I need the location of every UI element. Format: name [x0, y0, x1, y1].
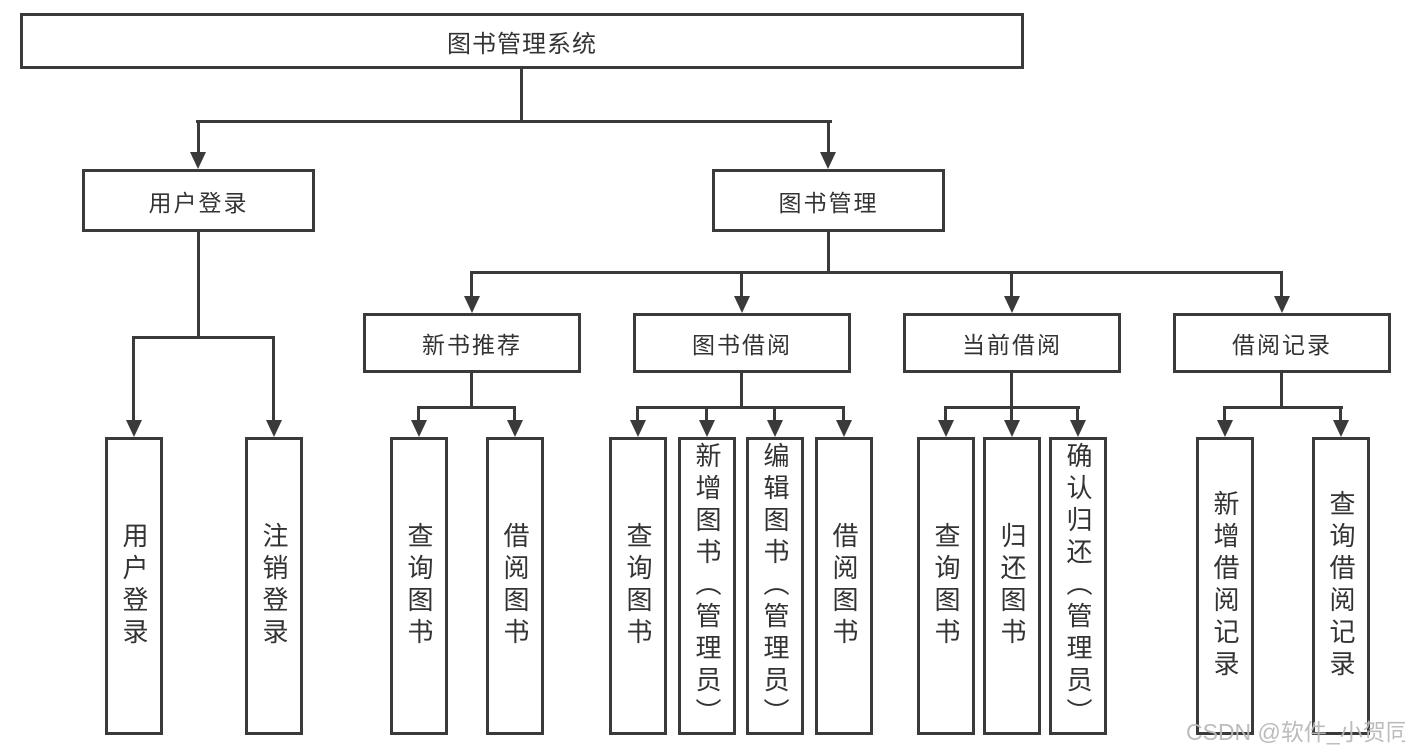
connector-root-right-drop	[827, 120, 830, 154]
leaf-edit-book-admin-label: 编辑图书（管理员）	[760, 442, 790, 730]
leaf-query-borrow-record-label: 查询借阅记录	[1326, 490, 1356, 682]
connector-br-bar	[1223, 406, 1343, 409]
arrow-to-leaf-query-books-2	[630, 420, 646, 437]
arrow-to-leaf-edit-book	[767, 420, 783, 437]
arrow-to-leaf-confirm-return	[1070, 420, 1086, 437]
leaf-confirm-return-admin-label: 确认归还（管理员）	[1063, 442, 1093, 730]
leaf-borrow-books-2-label: 借阅图书	[829, 522, 859, 650]
leaf-query-books-3: 查询图书	[917, 437, 975, 735]
connector-nbr-drop-1	[417, 406, 420, 422]
arrow-to-leaf-return-books	[1004, 420, 1020, 437]
node-book-management-label: 图书管理	[778, 189, 879, 216]
arrow-to-leaf-query-books-3	[938, 420, 954, 437]
connector-br-drop-1	[1223, 406, 1226, 422]
connector-cb-drop-1	[944, 406, 947, 422]
node-current-borrowing: 当前借阅	[903, 313, 1121, 373]
csdn-watermark: CSDN @软件_小贺同学	[1186, 719, 1405, 745]
arrow-to-user-login	[190, 152, 206, 169]
leaf-confirm-return-admin: 确认归还（管理员）	[1049, 437, 1107, 735]
connector-book-mgmt-stem	[827, 232, 830, 271]
leaf-query-books-1-label: 查询图书	[404, 522, 434, 650]
node-book-borrowing: 图书借阅	[633, 313, 851, 373]
connector-root-left-drop	[197, 120, 200, 154]
connector-book-mgmt-drop-4	[1280, 271, 1283, 299]
node-new-book-recommend-label: 新书推荐	[422, 332, 522, 358]
arrow-to-leaf-add-borrow-record	[1217, 420, 1233, 437]
leaf-query-books-1: 查询图书	[390, 437, 448, 735]
arrow-to-leaf-query-books-1	[411, 420, 427, 437]
node-book-management: 图书管理	[712, 169, 945, 232]
leaf-add-book-admin: 新增图书（管理员）	[678, 437, 736, 735]
connector-user-login-drop-2	[272, 336, 275, 422]
arrow-to-new-book-recommend	[464, 296, 480, 313]
node-current-borrowing-label: 当前借阅	[962, 332, 1062, 358]
node-borrowing-records-label: 借阅记录	[1232, 332, 1332, 358]
leaf-borrow-books-1-label: 借阅图书	[500, 522, 530, 650]
connector-bb-drop-3	[773, 406, 776, 422]
node-new-book-recommend: 新书推荐	[363, 313, 581, 373]
connector-bb-drop-4	[842, 406, 845, 422]
connector-br-drop-2	[1339, 406, 1342, 422]
connector-nbr-stem	[470, 373, 473, 406]
arrow-to-leaf-query-borrow-record	[1333, 420, 1349, 437]
leaf-user-login: 用户登录	[105, 437, 163, 735]
connector-root-bar	[196, 120, 832, 123]
arrow-to-leaf-borrow-books-1	[507, 420, 523, 437]
node-book-borrowing-label: 图书借阅	[692, 332, 792, 358]
connector-bb-drop-2	[705, 406, 708, 422]
connector-nbr-bar	[417, 406, 516, 409]
connector-cb-drop-2	[1010, 406, 1013, 422]
connector-user-login-stem	[197, 232, 200, 336]
leaf-query-books-2: 查询图书	[609, 437, 667, 735]
connector-bb-bar	[636, 406, 845, 409]
arrow-to-leaf-user-login	[126, 420, 142, 437]
connector-bb-drop-1	[636, 406, 639, 422]
connector-book-mgmt-drop-2	[740, 271, 743, 299]
connector-bb-stem	[740, 373, 743, 406]
arrow-to-leaf-add-book	[699, 420, 715, 437]
leaf-logout: 注销登录	[245, 437, 303, 735]
connector-book-mgmt-bar	[470, 271, 1283, 274]
leaf-query-borrow-record: 查询借阅记录	[1312, 437, 1370, 735]
connector-user-login-bar	[132, 336, 275, 339]
connector-cb-drop-3	[1076, 406, 1079, 422]
connector-cb-stem	[1010, 373, 1013, 406]
leaf-return-books-label: 归还图书	[997, 522, 1027, 650]
connector-br-stem	[1280, 373, 1283, 406]
node-root-label: 图书管理系统	[447, 30, 597, 58]
arrow-to-book-management	[820, 152, 836, 169]
arrow-to-leaf-borrow-books-2	[836, 420, 852, 437]
connector-book-mgmt-drop-3	[1010, 271, 1013, 299]
leaf-query-books-2-label: 查询图书	[623, 522, 653, 650]
node-borrowing-records: 借阅记录	[1173, 313, 1391, 373]
leaf-borrow-books-1: 借阅图书	[486, 437, 544, 735]
arrow-to-current-borrowing	[1004, 296, 1020, 313]
leaf-add-borrow-record: 新增借阅记录	[1196, 437, 1254, 735]
connector-root-stem	[520, 69, 523, 120]
leaf-edit-book-admin: 编辑图书（管理员）	[746, 437, 804, 735]
leaf-add-book-admin-label: 新增图书（管理员）	[692, 442, 722, 730]
leaf-add-borrow-record-label: 新增借阅记录	[1210, 490, 1240, 682]
connector-user-login-drop-1	[132, 336, 135, 422]
connector-book-mgmt-drop-1	[470, 271, 473, 299]
node-user-login-label: 用户登录	[148, 189, 249, 216]
leaf-user-login-label: 用户登录	[119, 522, 149, 650]
leaf-logout-label: 注销登录	[259, 522, 289, 650]
arrow-to-book-borrowing	[734, 296, 750, 313]
leaf-query-books-3-label: 查询图书	[931, 522, 961, 650]
leaf-return-books: 归还图书	[983, 437, 1041, 735]
arrow-to-leaf-logout	[266, 420, 282, 437]
node-root: 图书管理系统	[20, 13, 1024, 69]
node-user-login: 用户登录	[82, 169, 315, 232]
connector-nbr-drop-2	[513, 406, 516, 422]
leaf-borrow-books-2: 借阅图书	[815, 437, 873, 735]
arrow-to-borrowing-records	[1274, 296, 1290, 313]
